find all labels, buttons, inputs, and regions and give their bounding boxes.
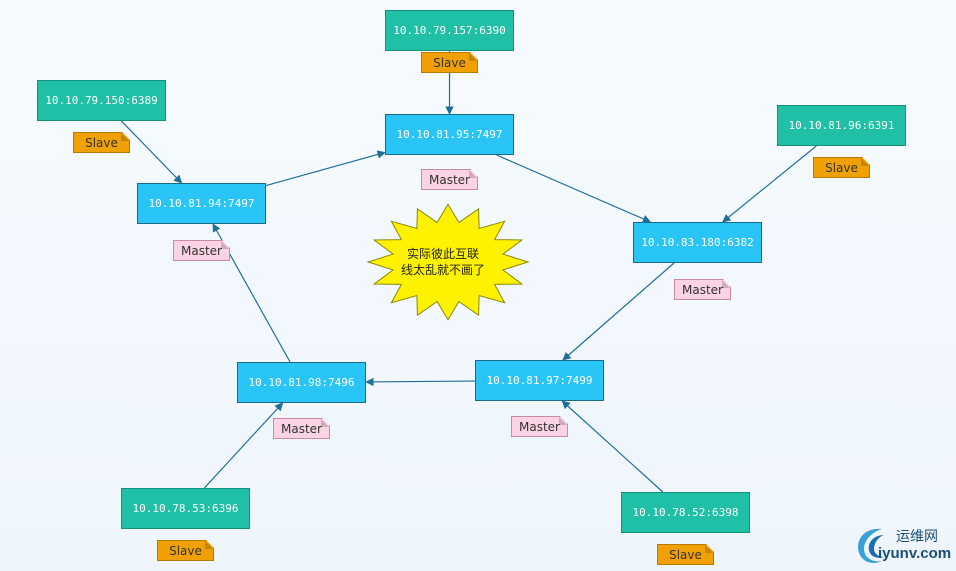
- edge-m4-to-m5: [365, 377, 476, 387]
- slave-node-s4[interactable]: 10.10.78.53:6396: [121, 488, 250, 529]
- slave-node-s5[interactable]: 10.10.78.52:6398: [621, 492, 750, 533]
- watermark-text-cn: 运维网: [896, 529, 938, 545]
- slave-tag-s4: Slave: [157, 540, 214, 561]
- slave-node-s3[interactable]: 10.10.81.96:6391: [777, 105, 906, 146]
- edge-s3-to-m3: [722, 145, 817, 223]
- slave-tag-s2: Slave: [73, 132, 130, 153]
- master-tag-m5: Master: [273, 418, 330, 439]
- edges-layer: [120, 51, 817, 493]
- slave-tag-s3: Slave: [813, 157, 870, 178]
- watermark-logo: 运维网 iyunv.com: [852, 523, 952, 567]
- starburst-note: 实际彼此互联 线太乱就不画了: [388, 246, 498, 278]
- slave-tag-s1: Slave: [421, 52, 478, 73]
- slave-tag-s5: Slave: [657, 544, 714, 565]
- master-node-m2[interactable]: 10.10.81.94:7497: [137, 183, 266, 224]
- master-node-m5[interactable]: 10.10.81.98:7496: [237, 362, 366, 403]
- edge-s4-to-m5: [203, 402, 284, 489]
- master-node-m4[interactable]: 10.10.81.97:7499: [475, 360, 604, 401]
- master-node-m3[interactable]: 10.10.83.180:6382: [633, 222, 762, 263]
- starburst-note-line2: 线太乱就不画了: [400, 263, 485, 277]
- master-tag-m4: Master: [511, 416, 568, 437]
- starburst-shape: [366, 203, 530, 321]
- master-tag-m2: Master: [173, 240, 230, 261]
- master-tag-m3: Master: [674, 279, 731, 300]
- slave-node-s1[interactable]: 10.10.79.157:6390: [385, 10, 514, 51]
- watermark-text-en: iyunv.com: [878, 545, 952, 562]
- edge-m3-to-m4: [562, 262, 675, 361]
- edge-m2-to-m1: [265, 150, 386, 187]
- edge-m1-to-m3: [496, 154, 652, 223]
- edge-s2-to-m2: [120, 120, 183, 184]
- wave-logo-icon: [858, 528, 884, 563]
- starburst-note-line1: 实际彼此互联: [406, 247, 479, 261]
- edge-s5-to-m4: [561, 400, 664, 493]
- slave-node-s2[interactable]: 10.10.79.150:6389: [37, 80, 166, 121]
- master-tag-m1: Master: [421, 169, 478, 190]
- master-node-m1[interactable]: 10.10.81.95:7497: [385, 114, 514, 155]
